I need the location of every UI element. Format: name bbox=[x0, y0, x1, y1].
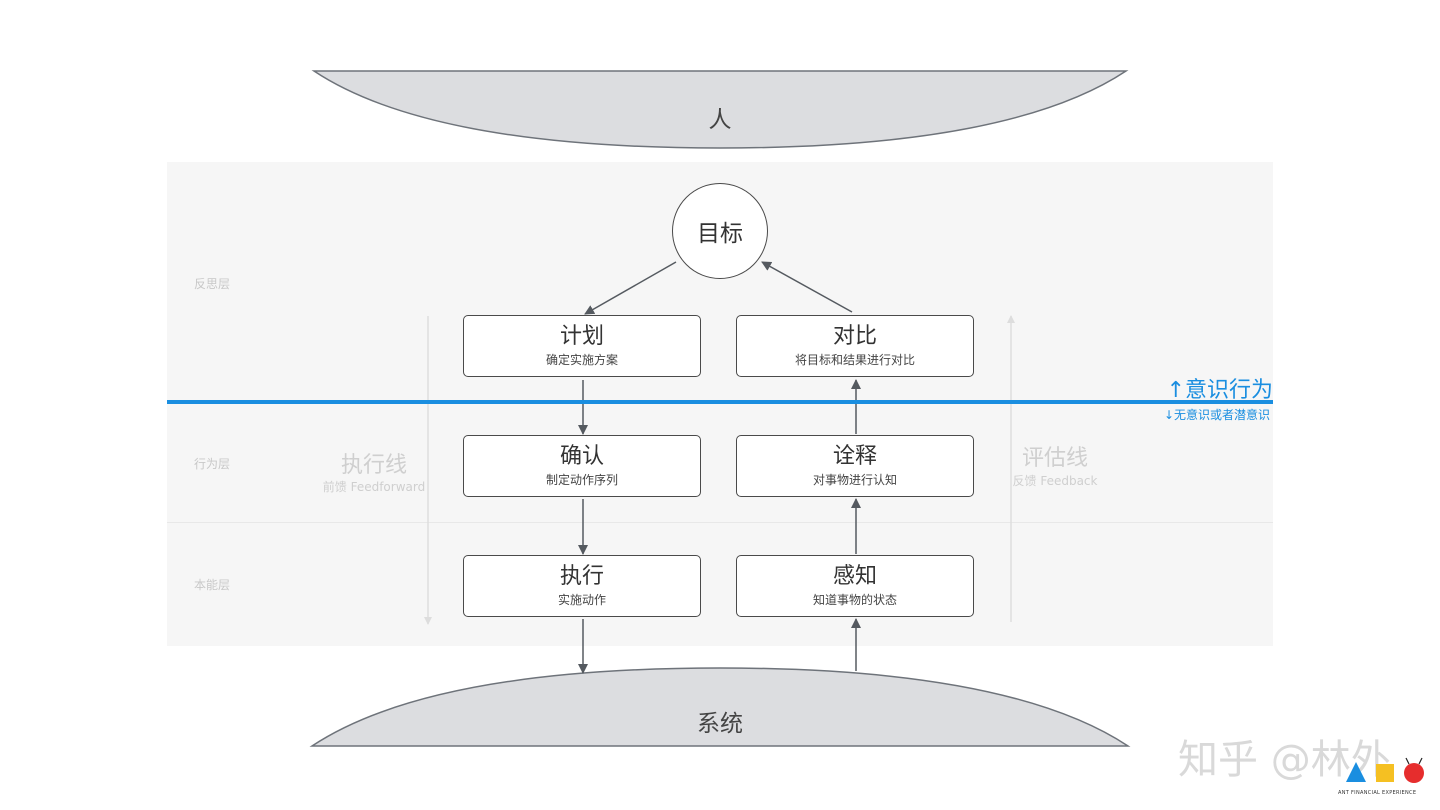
interpret-subtitle: 对事物进行认知 bbox=[812, 473, 897, 487]
perform-title: 执行 bbox=[559, 564, 604, 589]
evaluation-line-sub: 反馈 Feedback bbox=[1012, 474, 1098, 488]
compare-node: 对比 将目标和结果进行对比 bbox=[736, 315, 974, 377]
brand-text: ANT FINANCIAL EXPERIENCE bbox=[1338, 790, 1417, 796]
layer-label-behavioral: 行为层 bbox=[194, 457, 231, 471]
goal-node: 目标 bbox=[672, 183, 768, 279]
square-icon bbox=[1376, 764, 1394, 782]
subconscious-label: ↓无意识或者潜意识 bbox=[1163, 408, 1270, 422]
specify-node: 确认 制定动作序列 bbox=[463, 435, 701, 497]
triangle-icon bbox=[1346, 762, 1366, 782]
conscious-label: ↑意识行为 bbox=[1166, 378, 1273, 403]
arrow-compare-to-goal bbox=[761, 261, 853, 313]
compare-title: 对比 bbox=[832, 324, 877, 349]
perceive-title: 感知 bbox=[832, 564, 877, 589]
perform-subtitle: 实施动作 bbox=[557, 593, 606, 607]
perceive-subtitle: 知道事物的状态 bbox=[812, 593, 897, 607]
layer-divider bbox=[167, 522, 1273, 523]
arrow-goal-to-plan bbox=[584, 261, 677, 315]
goal-label: 目标 bbox=[697, 221, 743, 247]
plan-subtitle: 确定实施方案 bbox=[545, 353, 618, 367]
execution-line-sub: 前馈 Feedforward bbox=[322, 480, 426, 494]
interpret-node: 诠释 对事物进行认知 bbox=[736, 435, 974, 497]
human-label: 人 bbox=[708, 107, 732, 133]
compare-subtitle: 将目标和结果进行对比 bbox=[794, 353, 915, 367]
layer-label-visceral: 本能层 bbox=[194, 578, 231, 592]
evaluation-line-title: 评估线 bbox=[1021, 446, 1088, 471]
execution-line-title: 执行线 bbox=[340, 453, 407, 478]
specify-subtitle: 制定动作序列 bbox=[545, 473, 618, 487]
perceive-node: 感知 知道事物的状态 bbox=[736, 555, 974, 617]
circle-icon bbox=[1404, 763, 1424, 783]
human-blob bbox=[311, 70, 1129, 149]
plan-node: 计划 确定实施方案 bbox=[463, 315, 701, 377]
consciousness-line bbox=[167, 400, 1273, 404]
interpret-title: 诠释 bbox=[832, 444, 877, 469]
brand-logo bbox=[1346, 757, 1424, 783]
system-label: 系统 bbox=[697, 711, 743, 737]
system-blob bbox=[309, 667, 1131, 747]
perform-node: 执行 实施动作 bbox=[463, 555, 701, 617]
plan-title: 计划 bbox=[559, 324, 604, 349]
layer-label-reflective: 反思层 bbox=[194, 277, 231, 291]
specify-title: 确认 bbox=[559, 444, 604, 469]
